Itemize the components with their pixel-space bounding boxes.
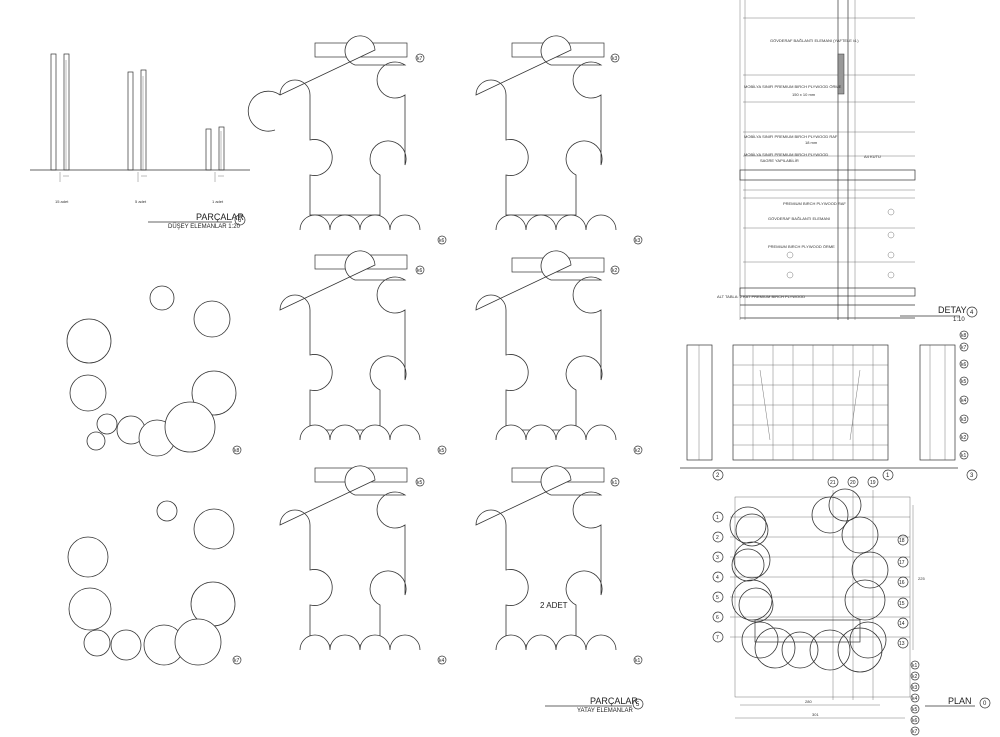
piece-k2	[475, 250, 617, 483]
elevation-tag: k6	[961, 362, 967, 368]
grid-marker: 20	[850, 480, 856, 486]
grid-marker: 6	[716, 615, 719, 621]
piece-tag: k4	[439, 658, 445, 664]
plan-dimension: 225	[918, 576, 925, 581]
plan-dimension: 301	[812, 712, 819, 717]
detail-note: 150 x 10 mm	[792, 92, 816, 97]
panel-title: PARÇALAR	[196, 212, 244, 222]
piece-tag: k5	[439, 448, 445, 454]
grid-marker: 1	[716, 515, 719, 521]
plan-tag: k7	[912, 729, 918, 735]
qty-label: 15 adet	[55, 199, 69, 204]
plan-dimension: 280	[805, 699, 812, 704]
elevations: 2 1 3 k8 k7 k6 k5 k4 k3 k2 k1	[680, 330, 978, 481]
grid-marker: 15	[899, 601, 905, 607]
elevation-tags: k8 k7 k6 k5 k4 k3 k2 k1	[959, 330, 969, 460]
panel-number: 5	[636, 702, 640, 708]
detail-note: GÖVDERAF BAĞLANTI ELEMANI (YAFTELE i4.)	[770, 38, 859, 43]
qty-label: 1 adet	[212, 199, 224, 204]
grid-marker: 18	[899, 538, 905, 544]
grid-marker: 14	[899, 621, 905, 627]
elevation-tag: k5	[961, 379, 967, 385]
panel-subtitle: YATAY ELEMANLAR	[577, 708, 633, 714]
piece-tag: k6	[417, 268, 423, 274]
panel-title: PARÇALAR	[590, 696, 638, 706]
plan-grid-left: 1 2 3 4 5 6 7	[712, 511, 724, 643]
plan-tag: k3	[912, 685, 918, 691]
panel-subtitle: DÜŞEY ELEMANLAR 1:20	[168, 223, 241, 230]
qty-label: 5 adet	[135, 199, 147, 204]
elevation-tag: k3	[961, 417, 967, 423]
detail-note: MOBİLYA SINIFI PREMIUM BIRCH PLYWOOD	[744, 152, 828, 157]
horizontal-elements-panel: 2 ADET k8 k7 k7 k6 k6 k5 k5 k4 k3 k3 k2 …	[66, 35, 644, 714]
elevation-tag: k4	[961, 398, 967, 404]
detail-note: PREMIUM BIRCH PLYWOOD ÖRME	[768, 244, 835, 249]
piece-tag: k7	[417, 56, 423, 62]
section-marker: 3	[970, 473, 974, 479]
section-marker: 2	[716, 473, 720, 479]
detail-note: PREMIUM BIRCH PLYWOOD RAF	[783, 201, 846, 206]
piece-tag: k5	[417, 480, 423, 486]
piece-k4	[279, 465, 421, 651]
plan-grid-top: 21 20 19	[827, 476, 879, 488]
piece-tag: k1	[612, 480, 618, 486]
detail-note: SAGRE YAPILABİLİR	[760, 158, 799, 163]
grid-marker: 2	[716, 535, 719, 541]
plan-tag: k1	[912, 663, 918, 669]
piece-tag: k3	[635, 238, 641, 244]
detail-note: MOBİLYA SINIFI PREMIUM BIRCH PLYWOOD RAF	[744, 134, 838, 139]
grid-marker: 4	[716, 575, 719, 581]
piece-k5	[279, 250, 421, 483]
piece-k7	[67, 500, 236, 666]
piece-k6	[247, 35, 421, 270]
piece-k8	[66, 285, 237, 457]
grid-marker: 21	[830, 480, 836, 486]
plan-panel: 1 2 3 4 5 6 7 18 17 16 15 14 13 21 20 19…	[712, 476, 991, 736]
plan-tag: k5	[912, 707, 918, 713]
panel-title: PLAN	[948, 696, 972, 706]
detail-note: 18 mm	[805, 140, 818, 145]
plan-grid-right: 18 17 16 15 14 13	[897, 534, 909, 649]
piece-tag: k3	[612, 56, 618, 62]
panel-title: DETAY	[938, 305, 967, 315]
piece-tag: k7	[234, 658, 240, 664]
piece-tag: k8	[234, 448, 240, 454]
detail-panel: GÖVDERAF BAĞLANTI ELEMANI (YAFTELE i4.) …	[717, 0, 978, 323]
detail-note: MOBİLYA SINIFI PREMIUM BIRCH PLYWOOD ÖRM…	[744, 84, 842, 89]
piece-tag: k6	[439, 238, 445, 244]
piece-tag: k2	[635, 448, 641, 454]
grid-marker: 13	[899, 641, 905, 647]
piece-k1: 2 ADET	[475, 465, 617, 651]
grid-marker: 5	[716, 595, 719, 601]
piece-tag: k1	[635, 658, 641, 664]
panel-number: 4	[970, 310, 974, 316]
section-marker: 1	[886, 473, 890, 479]
detail-note: ALT TABLA: 2 KAT PREMIUM BIRCH PLYWOOD	[717, 294, 805, 299]
detail-note: A4 KUTU	[864, 154, 881, 159]
plan-tag: k6	[912, 718, 918, 724]
panel-number: 6	[238, 218, 242, 224]
detail-note: GÖVDERAF BAĞLANTI ELEMANI	[768, 216, 830, 221]
quantity-note: 2 ADET	[540, 601, 568, 610]
piece-tags: k8 k7 k7 k6 k6 k5 k5 k4 k3 k3 k2 k2 k1 k…	[232, 53, 643, 665]
plan-tag: k2	[912, 674, 918, 680]
piece-k3	[475, 35, 617, 273]
grid-marker: 7	[716, 635, 719, 641]
elevation-tag: k1	[961, 453, 967, 459]
elevation-tag: k2	[961, 435, 967, 441]
grid-marker: 17	[899, 560, 905, 566]
panel-number: 0	[983, 701, 987, 707]
grid-marker: 16	[899, 580, 905, 586]
vertical-elements-panel: 15 adet 5 adet 1 adet PARÇALAR DÜŞEY ELE…	[30, 53, 250, 230]
panel-subtitle: 1:10	[953, 317, 965, 323]
piece-tag: k2	[612, 268, 618, 274]
plan-tag: k4	[912, 696, 918, 702]
elevation-tag: k7	[961, 345, 967, 351]
elevation-tag: k8	[961, 333, 967, 339]
plan-tags: k1 k2 k3 k4 k5 k6 k7	[910, 660, 920, 736]
grid-marker: 19	[870, 480, 876, 486]
grid-marker: 3	[716, 555, 719, 561]
